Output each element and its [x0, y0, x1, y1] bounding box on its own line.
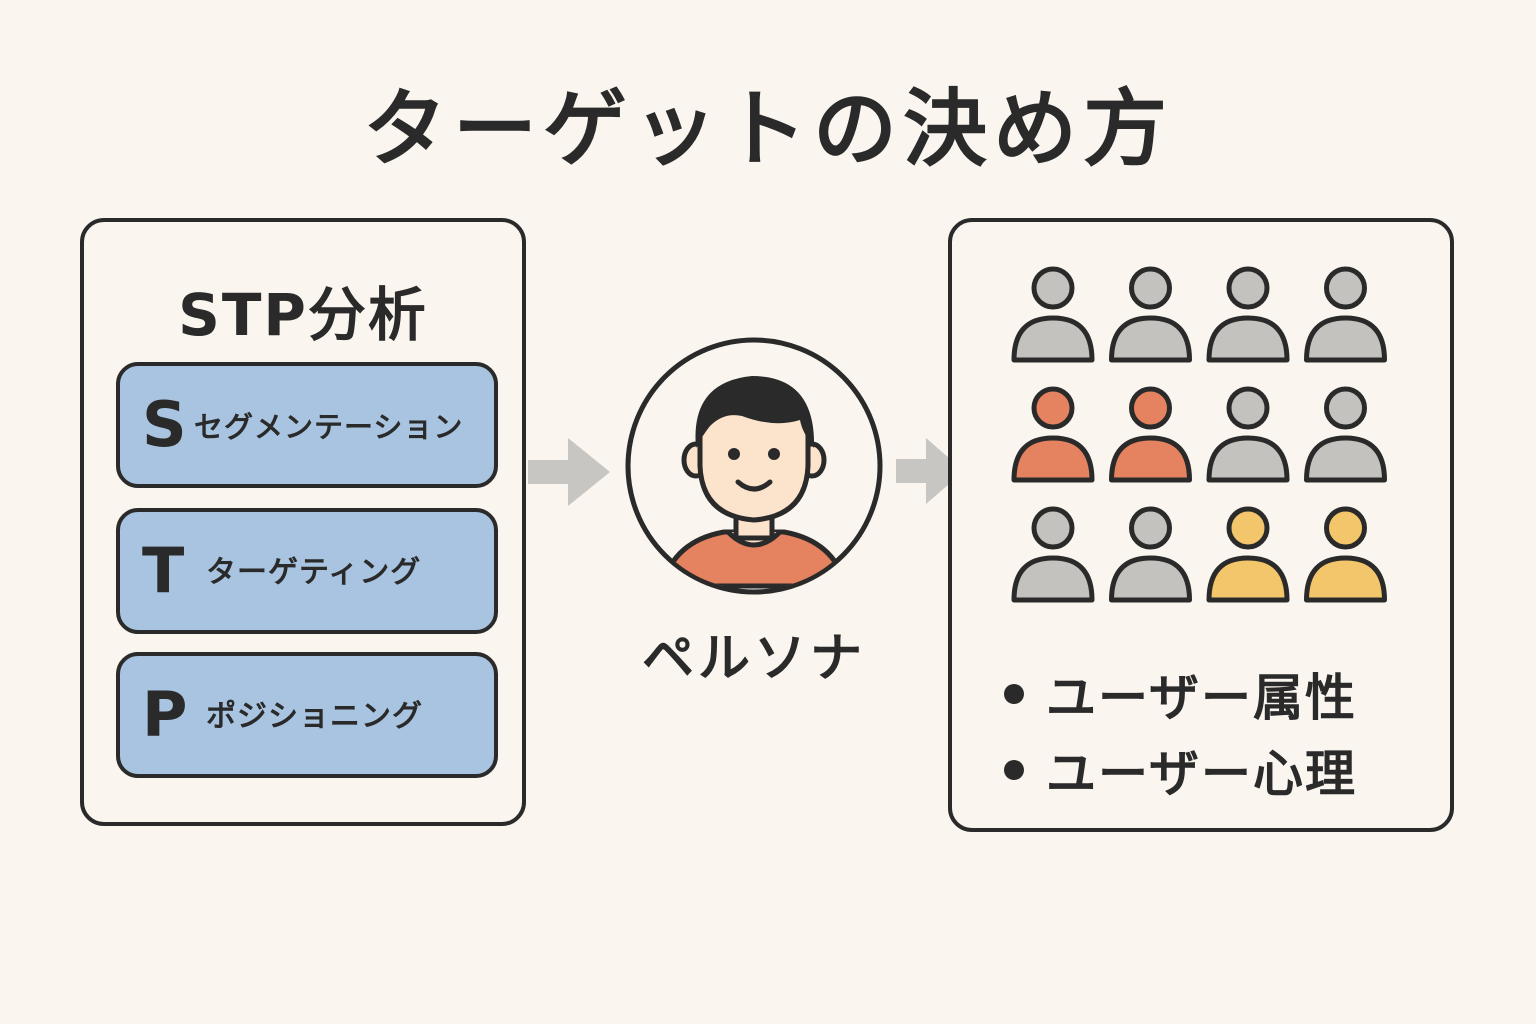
person-icon-gray [1206, 386, 1290, 483]
bullet-item-attributes: ユーザー属性 [1004, 656, 1357, 732]
bullet-text-attributes: ユーザー属性 [1046, 669, 1357, 727]
stp-letter-p: P [142, 678, 188, 751]
person-icon-gray [1011, 506, 1095, 603]
stp-title: STP分析 [178, 281, 428, 349]
bullet-dot-icon [1004, 760, 1024, 780]
bullet-dot-icon [1004, 684, 1024, 704]
persona-label: ペルソナ [641, 629, 866, 689]
person-icon-gray [1011, 266, 1095, 363]
arrow-right-icon [528, 438, 610, 506]
person-icon-orange [1011, 386, 1095, 483]
persona-avatar-icon [625, 337, 883, 595]
arrow-right-icon-2 [896, 438, 964, 504]
audience-bullet-list: ユーザー属性 ユーザー心理 [1004, 656, 1357, 808]
bullet-text-psychology: ユーザー心理 [1046, 745, 1357, 803]
bullet-item-psychology: ユーザー心理 [1004, 732, 1357, 808]
person-icon-gray [1206, 266, 1290, 363]
person-icon-gray [1109, 266, 1192, 363]
person-icon-gray [1304, 386, 1387, 483]
page-title: ターゲットの決め方 [362, 80, 1173, 178]
stp-label-positioning: ポジショニング [206, 699, 423, 734]
person-icon-yellow [1304, 506, 1387, 603]
person-icon-gray [1109, 506, 1192, 603]
stp-letter-t: T [142, 534, 185, 607]
person-icon-orange [1109, 386, 1192, 483]
person-icon-gray [1304, 266, 1387, 363]
stp-label-targeting: ターゲティング [206, 555, 422, 590]
audience-people-grid [1011, 266, 1387, 603]
stp-label-segmentation: セグメンテーション [194, 410, 464, 444]
stp-item-segmentation: S セグメンテーション [116, 362, 498, 488]
stp-panel: STP分析 S セグメンテーション T ターゲティング P ポジショニング [80, 218, 526, 826]
stp-item-targeting: T ターゲティング [116, 508, 498, 634]
stp-item-positioning: P ポジショニング [116, 652, 498, 778]
person-icon-yellow [1206, 506, 1290, 603]
stp-letter-s: S [142, 388, 187, 461]
